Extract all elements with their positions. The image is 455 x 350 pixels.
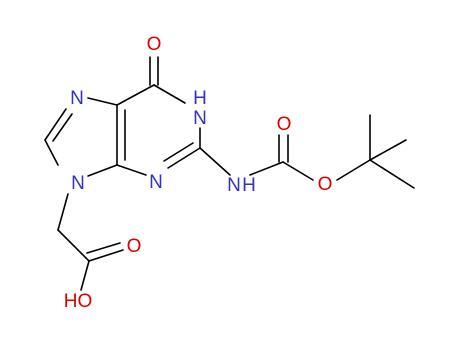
bond-cacid-o-1	[88, 249, 124, 262]
bonds	[44, 56, 415, 291]
bond-cquat-me-right	[369, 139, 407, 161]
bond-ccarb-oester	[282, 161, 314, 181]
bond-nh-ccarb	[249, 161, 284, 176]
atom-n-amide: N	[227, 175, 241, 196]
atom-n1: N	[193, 108, 207, 129]
atom-o-acid: O	[127, 236, 142, 257]
atom-n9: N	[71, 173, 85, 194]
bond-n7-c8-1	[44, 108, 67, 141]
atom-h-n1: H	[193, 88, 207, 109]
bond-c2-nh	[199, 147, 231, 176]
bond-c2-n3-1	[167, 147, 201, 169]
bond-cacid-o-2	[86, 242, 121, 254]
atom-o-c6: O	[147, 34, 162, 55]
atom-h-amide: H	[242, 175, 256, 196]
atom-n7: N	[70, 88, 84, 109]
atom-o-carbonyl: O	[277, 114, 292, 135]
atom-n3: N	[149, 172, 163, 193]
atom-o-ester: O	[318, 174, 333, 195]
bond-c6-n1	[153, 84, 186, 104]
bond-cquat-me-down	[369, 159, 415, 189]
atom-labels: O N H N N N N H O O O HO	[64, 34, 333, 312]
atom-oh-acid: HO	[64, 291, 93, 312]
bond-n7-c8-2	[52, 113, 73, 142]
bond-n3-c4	[116, 164, 147, 176]
bond-ch2-cacid	[57, 229, 90, 262]
bond-c5-n7	[87, 97, 118, 106]
bond-cacid-oh	[80, 260, 90, 291]
bond-n9-c4	[87, 164, 118, 177]
bond-oester-cquat	[336, 159, 371, 181]
bond-c8-n9	[44, 139, 59, 166]
bond-n9-ch2	[57, 193, 69, 231]
bond-c2-n3-2	[163, 142, 194, 162]
bond-c6-c5	[116, 84, 155, 106]
